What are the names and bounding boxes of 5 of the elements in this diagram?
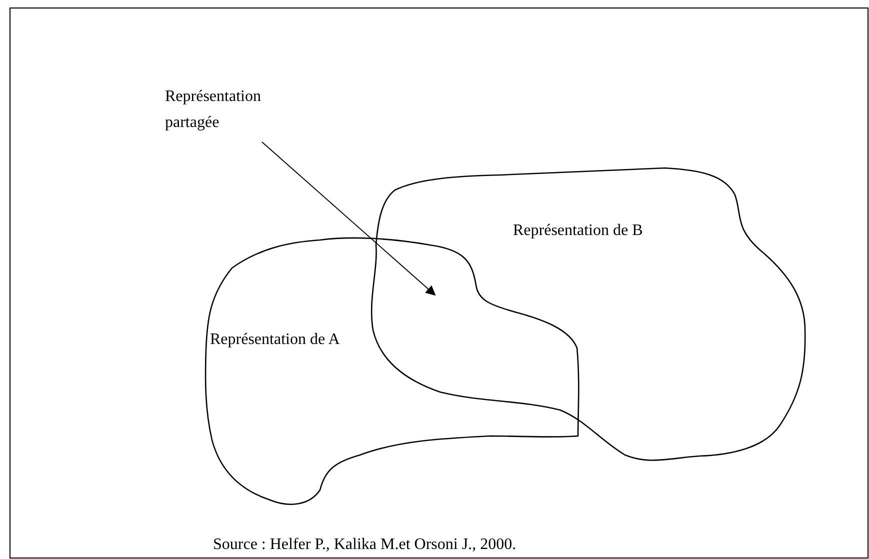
source-caption: Source : Helfer P., Kalika M.et Orsoni J., 2000. xyxy=(213,535,516,555)
region-label: Représentation de A xyxy=(210,330,341,350)
region-label: Représentation partagée xyxy=(165,87,262,133)
leader-arrow xyxy=(262,142,436,296)
region-label: Représentation de B xyxy=(513,221,644,241)
